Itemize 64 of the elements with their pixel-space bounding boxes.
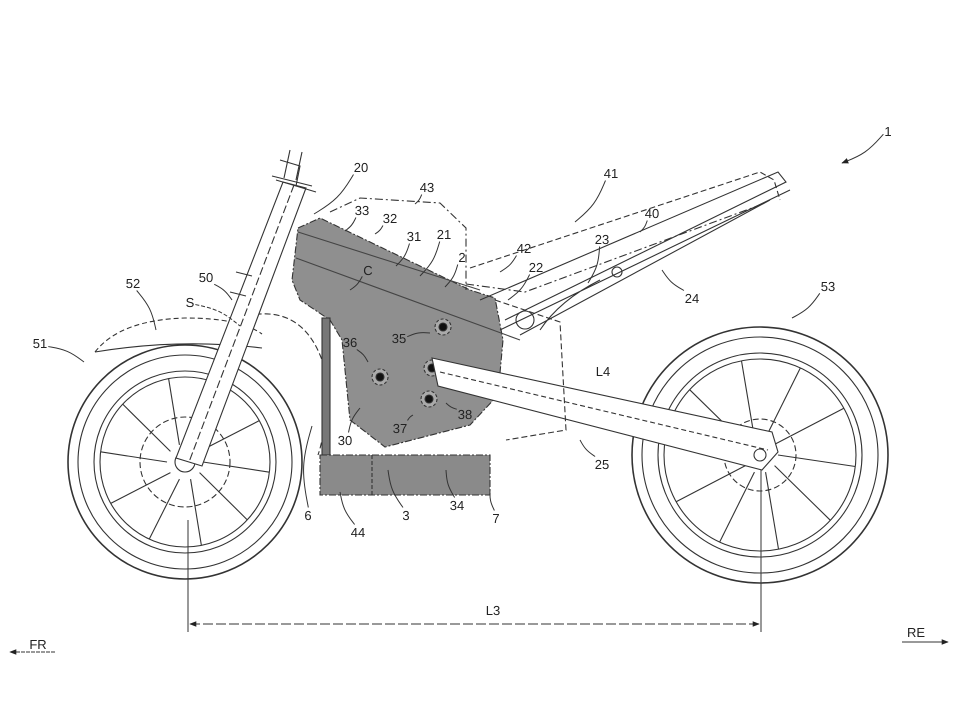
callout-number: 36 bbox=[342, 334, 358, 350]
callout-number: S bbox=[184, 294, 196, 310]
callout-number: 53 bbox=[820, 278, 836, 294]
leader-line bbox=[194, 304, 240, 326]
leader-line bbox=[407, 414, 414, 421]
callout-number: 43 bbox=[418, 180, 436, 194]
leader-line bbox=[374, 225, 384, 234]
callout-number: 24 bbox=[684, 290, 700, 306]
leader-line bbox=[340, 492, 356, 525]
direction-label: RE bbox=[906, 624, 926, 640]
leader-line bbox=[500, 255, 517, 272]
callout-number: 33 bbox=[354, 202, 370, 218]
callout-number: 2 bbox=[457, 250, 467, 264]
leader-line bbox=[314, 174, 354, 214]
leader-line bbox=[406, 332, 430, 338]
leader-line bbox=[444, 264, 458, 288]
leader-line bbox=[396, 243, 410, 266]
leader-line bbox=[508, 274, 530, 300]
callout-number: 35 bbox=[390, 330, 408, 346]
leader-line bbox=[136, 290, 156, 330]
callout-number: 6 bbox=[303, 508, 313, 522]
callout-number: 21 bbox=[436, 226, 452, 242]
callout-number: 3 bbox=[401, 508, 411, 522]
leader-line bbox=[420, 241, 440, 276]
callout-number: 25 bbox=[594, 456, 610, 472]
leader-line bbox=[388, 470, 404, 508]
leader-line bbox=[303, 426, 312, 508]
callout-number: 20 bbox=[352, 160, 370, 174]
leader-line bbox=[489, 490, 495, 511]
callout-number: 42 bbox=[516, 240, 532, 256]
callout-number: 32 bbox=[382, 210, 398, 226]
callout-number: 7 bbox=[491, 510, 501, 526]
callout-number: 44 bbox=[350, 524, 366, 540]
callout-number: 30 bbox=[336, 432, 354, 448]
leader-line bbox=[446, 402, 458, 410]
leader-line bbox=[356, 349, 368, 362]
callout-number: C bbox=[362, 262, 374, 278]
callout-number: 34 bbox=[448, 498, 466, 512]
leader-line bbox=[588, 246, 600, 284]
dimension-label: L4 bbox=[594, 364, 612, 378]
callout-number: 38 bbox=[456, 406, 474, 422]
direction-label: FR bbox=[28, 636, 48, 652]
leader-line bbox=[580, 440, 596, 457]
leader-line bbox=[214, 284, 232, 300]
leader-line bbox=[640, 220, 648, 232]
callout-number: 37 bbox=[392, 420, 408, 436]
callout-number: 40 bbox=[644, 206, 660, 220]
dimension-label: L3 bbox=[484, 602, 502, 618]
leader-line bbox=[350, 276, 363, 290]
callout-number: 52 bbox=[124, 276, 142, 290]
callout-number: 50 bbox=[198, 270, 214, 284]
callout-number: 23 bbox=[594, 232, 610, 246]
leader-line bbox=[841, 134, 884, 164]
callout-number: 31 bbox=[406, 228, 422, 244]
callout-number: 41 bbox=[602, 166, 620, 180]
callout-number: 1 bbox=[883, 124, 893, 138]
leader-line bbox=[662, 270, 684, 291]
leader-line bbox=[792, 292, 820, 318]
leader-line bbox=[414, 194, 422, 204]
callout-number: 51 bbox=[32, 336, 48, 350]
leader-line bbox=[574, 180, 606, 222]
leader-line bbox=[48, 346, 84, 362]
callout-number: 22 bbox=[528, 260, 544, 274]
leader-line bbox=[344, 217, 356, 232]
